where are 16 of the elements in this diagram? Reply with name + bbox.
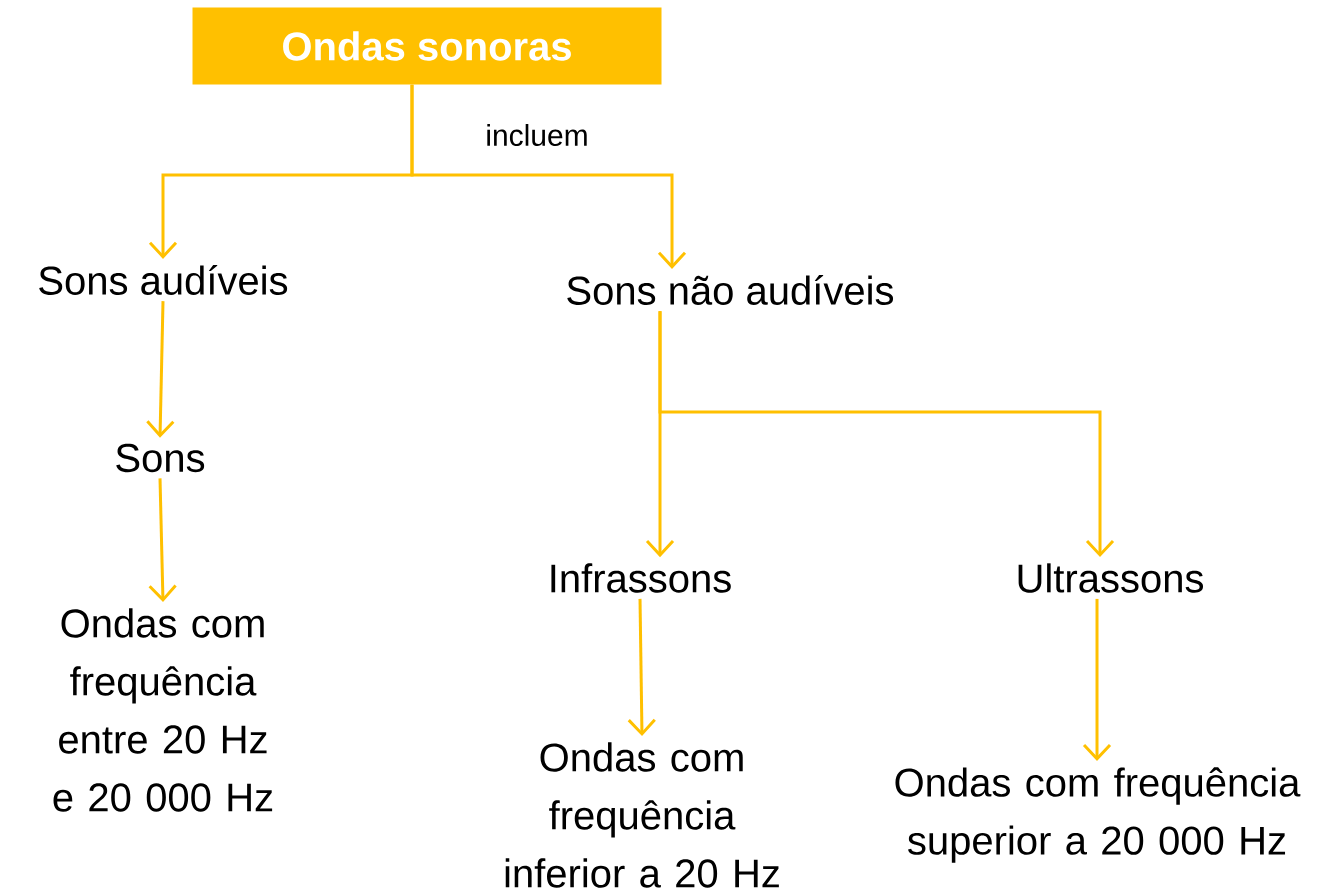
concept-text: Sons não audíveis: [567, 275, 894, 305]
concept-text: Ondas com frequência superior a 20 000 Hz: [895, 767, 1301, 863]
arrow: [1082, 598, 1112, 762]
arrow: [146, 301, 175, 438]
arrow: [658, 311, 1115, 558]
edge-label: incluem: [483, 122, 591, 148]
concept-text: Ondas com frequência inferior a 20 Hz: [505, 742, 779, 888]
arrow: [627, 598, 656, 737]
concept-text: Ondas com frequência entre 20 Hz e 20 000 Hz: [53, 608, 273, 812]
concept-text: Sons: [116, 443, 205, 473]
arrow: [410, 84, 687, 269]
concept-text: Infrassons: [551, 563, 731, 593]
concept-text: Sons audíveis: [39, 265, 288, 295]
concept-text: Ultrassons: [1018, 563, 1203, 593]
arrow: [148, 478, 177, 603]
title-box: Ondas sonoras: [192, 7, 662, 85]
